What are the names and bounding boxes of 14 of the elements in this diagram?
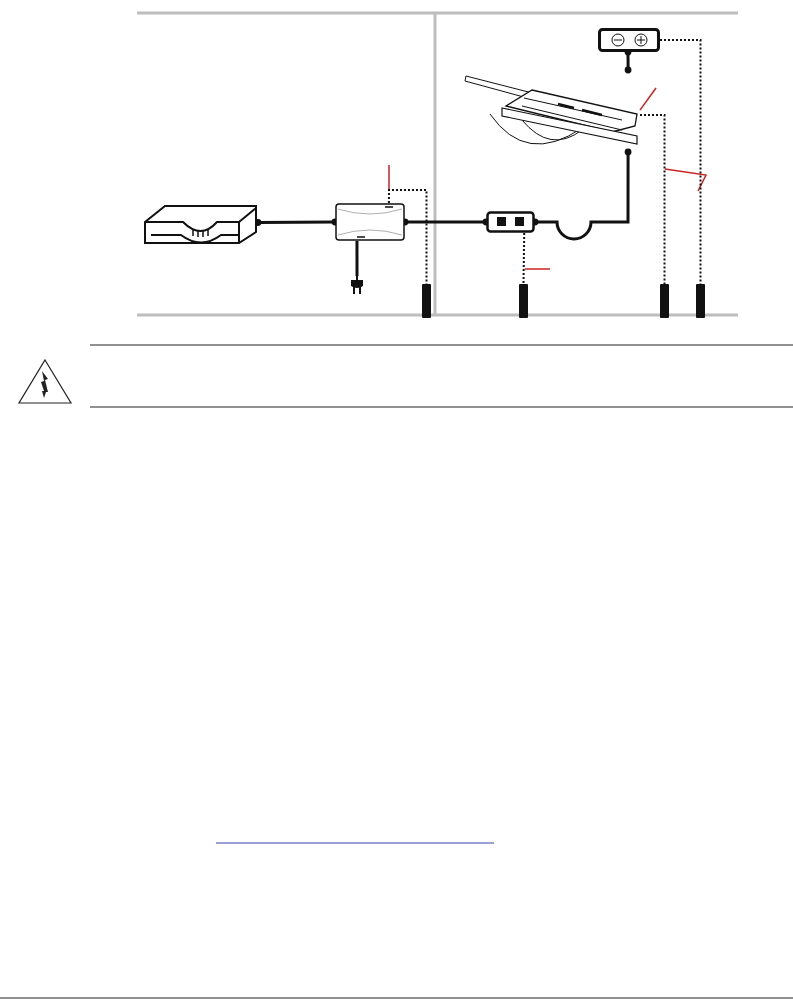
ground-rod [422,284,431,318]
ground-wire [387,189,428,285]
ground-rod [660,284,669,318]
power-injector-drawing [335,203,405,241]
surge-protector-drawing [486,211,535,233]
ground-wire [659,39,702,285]
ground-rod [519,284,528,318]
ground-wire [639,114,666,285]
power-plug-icon [349,276,365,294]
leader-line [639,87,657,111]
ground-rod [696,284,705,318]
ground-wire [522,232,526,285]
cable [355,241,359,276]
power-supply-drawing [598,28,660,52]
